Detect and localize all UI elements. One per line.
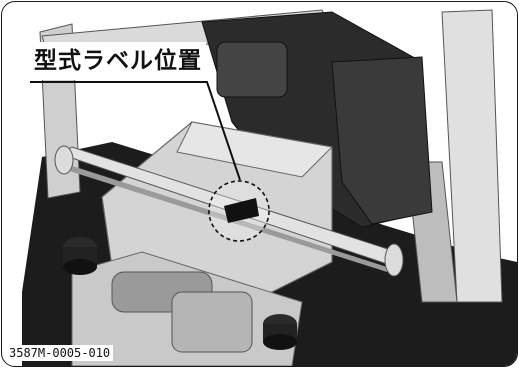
rod-end-left [54, 145, 74, 175]
lower-motor [171, 291, 253, 353]
engine-cover [331, 56, 433, 225]
callout-label: 型式ラベル位置 [30, 42, 206, 80]
engine-cap [216, 41, 288, 98]
frame-bar-right [441, 9, 503, 303]
model-label-plate [224, 198, 259, 223]
cross-rod-shade [60, 162, 387, 272]
rod-end-right [384, 243, 404, 277]
callout-leader [30, 81, 241, 181]
part-code: 3587M-0005-010 [6, 345, 114, 361]
mount-plate-top [176, 121, 334, 178]
